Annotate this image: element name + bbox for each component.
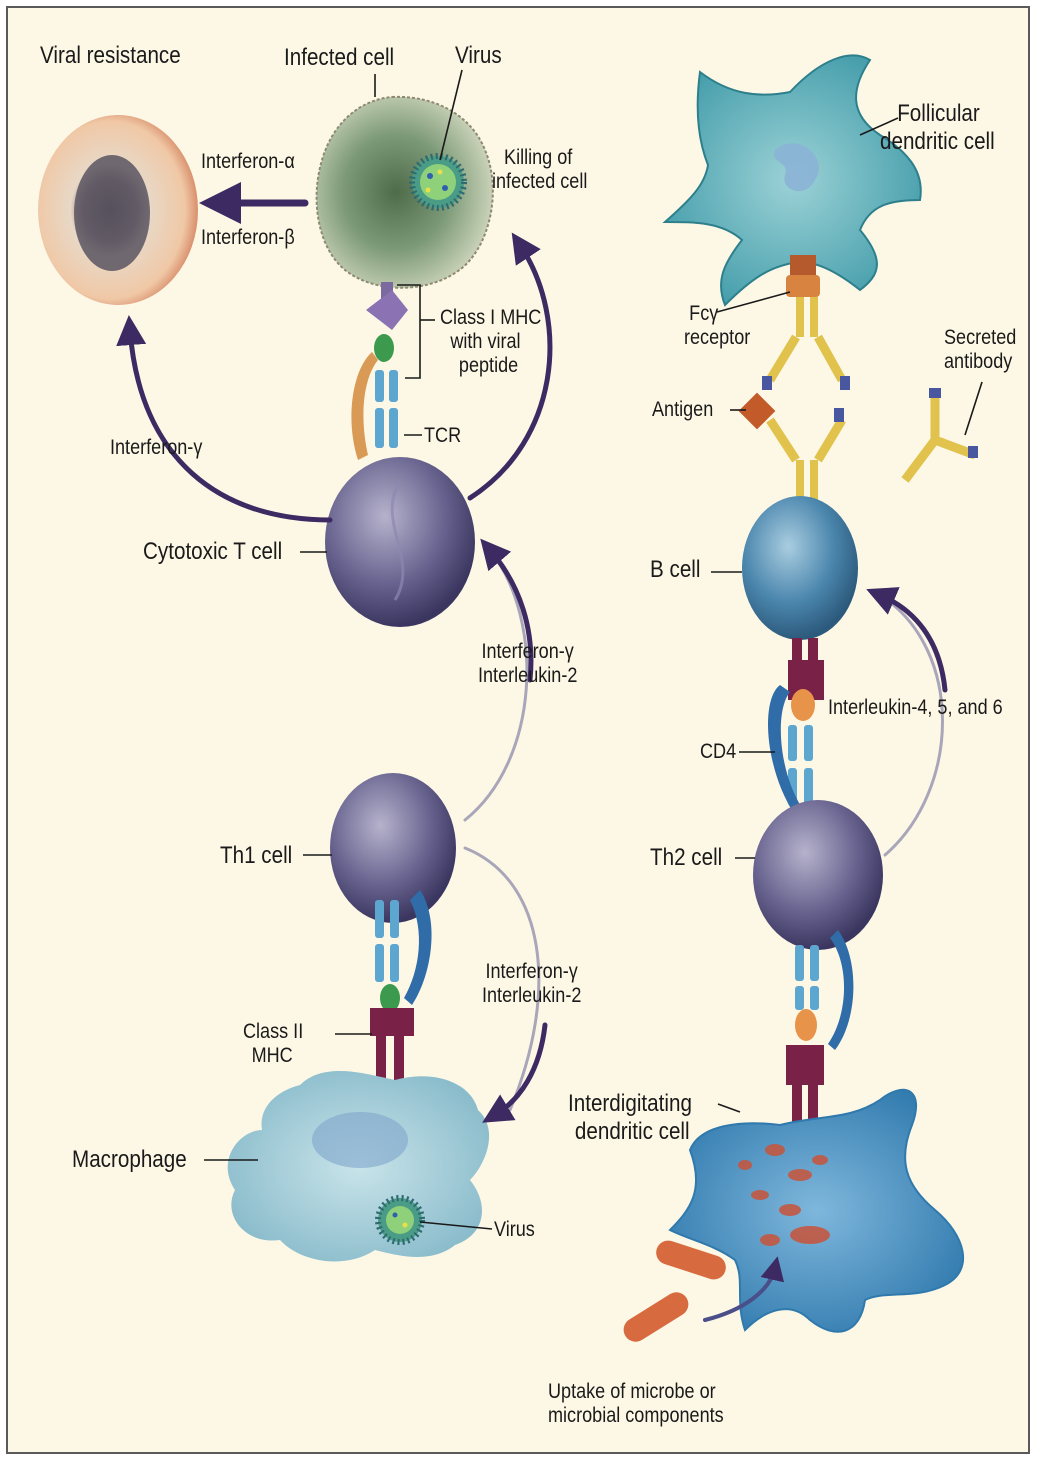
interdig-line1: Interdigitating	[568, 1090, 692, 1118]
ifn-upper-line2: Interleukin-2	[478, 664, 577, 688]
label-infected-cell: Infected cell	[284, 44, 394, 72]
label-fc-receptor: Fcγ receptor	[684, 302, 750, 350]
label-th1-cell: Th1 cell	[220, 842, 292, 870]
label-secreted-antibody: Secreted antibody	[944, 326, 1016, 374]
label-cd4: CD4	[700, 740, 736, 764]
ifn-lower-line2: Interleukin-2	[482, 984, 581, 1008]
label-tcr: TCR	[424, 424, 461, 448]
follicular-line1: Follicular	[880, 100, 995, 128]
interdig-line2: dendritic cell	[568, 1118, 692, 1146]
ifn-upper-line1: Interferon-γ	[478, 640, 577, 664]
label-b-cell: B cell	[650, 556, 700, 584]
class1-line2: with viral	[440, 330, 541, 354]
interdigitating-dendritic-cell	[670, 1090, 963, 1332]
label-uptake: Uptake of microbe or microbial component…	[548, 1380, 724, 1428]
fc-line2: receptor	[684, 326, 750, 350]
infected-cell	[317, 97, 493, 288]
label-cytotoxic-t-cell: Cytotoxic T cell	[143, 538, 282, 566]
ifn-lower-line1: Interferon-γ	[482, 960, 581, 984]
th2-cell-complex	[753, 685, 883, 1125]
arrow-interferon-gamma	[130, 330, 330, 520]
label-class-i-mhc: Class I MHC with viral peptide	[440, 306, 541, 378]
fc-receptor-antibody-complex	[739, 255, 850, 500]
label-interferon-alpha: Interferon-α	[201, 150, 295, 174]
label-killing-infected-cell: Killing of infected cell	[492, 146, 587, 194]
arrow-th2-to-bcell	[880, 595, 943, 855]
label-interdigitating-dendritic-cell: Interdigitating dendritic cell	[568, 1090, 692, 1146]
b-cell	[742, 496, 858, 700]
label-viral-resistance: Viral resistance	[40, 42, 181, 70]
label-interferon-beta: Interferon-β	[201, 226, 295, 250]
class2-line2: MHC	[243, 1044, 303, 1068]
killing-line1: Killing of	[492, 146, 587, 170]
label-class-ii-mhc: Class II MHC	[243, 1020, 303, 1068]
uptake-line1: Uptake of microbe or	[548, 1380, 724, 1404]
label-follicular-dendritic-cell: Follicular dendritic cell	[880, 100, 995, 156]
follicular-line2: dendritic cell	[880, 128, 995, 156]
secreted-line2: antibody	[944, 350, 1016, 374]
virus-particle-bottom	[378, 1198, 422, 1242]
class1-line1: Class I MHC	[440, 306, 541, 330]
label-ifn-il2-upper: Interferon-γ Interleukin-2	[478, 640, 577, 688]
uptake-line2: microbial components	[548, 1404, 724, 1428]
class2-line1: Class II	[243, 1020, 303, 1044]
bacteria	[619, 1237, 729, 1346]
label-th2-cell: Th2 cell	[650, 844, 722, 872]
secreted-line1: Secreted	[944, 326, 1016, 350]
label-ifn-il2-lower: Interferon-γ Interleukin-2	[482, 960, 581, 1008]
secreted-antibody	[905, 388, 978, 480]
label-antigen: Antigen	[652, 398, 713, 422]
label-macrophage: Macrophage	[72, 1146, 187, 1174]
class1-line3: peptide	[440, 354, 541, 378]
label-interleukins: Interleukin-4, 5, and 6	[828, 696, 1003, 720]
macrophage-cell	[228, 1071, 489, 1261]
killing-line2: infected cell	[492, 170, 587, 194]
virus-particle-top	[412, 156, 464, 208]
th1-cell-complex	[330, 773, 456, 1084]
label-virus-bottom: Virus	[494, 1218, 535, 1242]
label-virus-top: Virus	[455, 42, 502, 70]
viral-resistance-cell	[38, 115, 198, 305]
label-interferon-gamma: Interferon-γ	[110, 436, 202, 460]
fc-line1: Fcγ	[684, 302, 750, 326]
